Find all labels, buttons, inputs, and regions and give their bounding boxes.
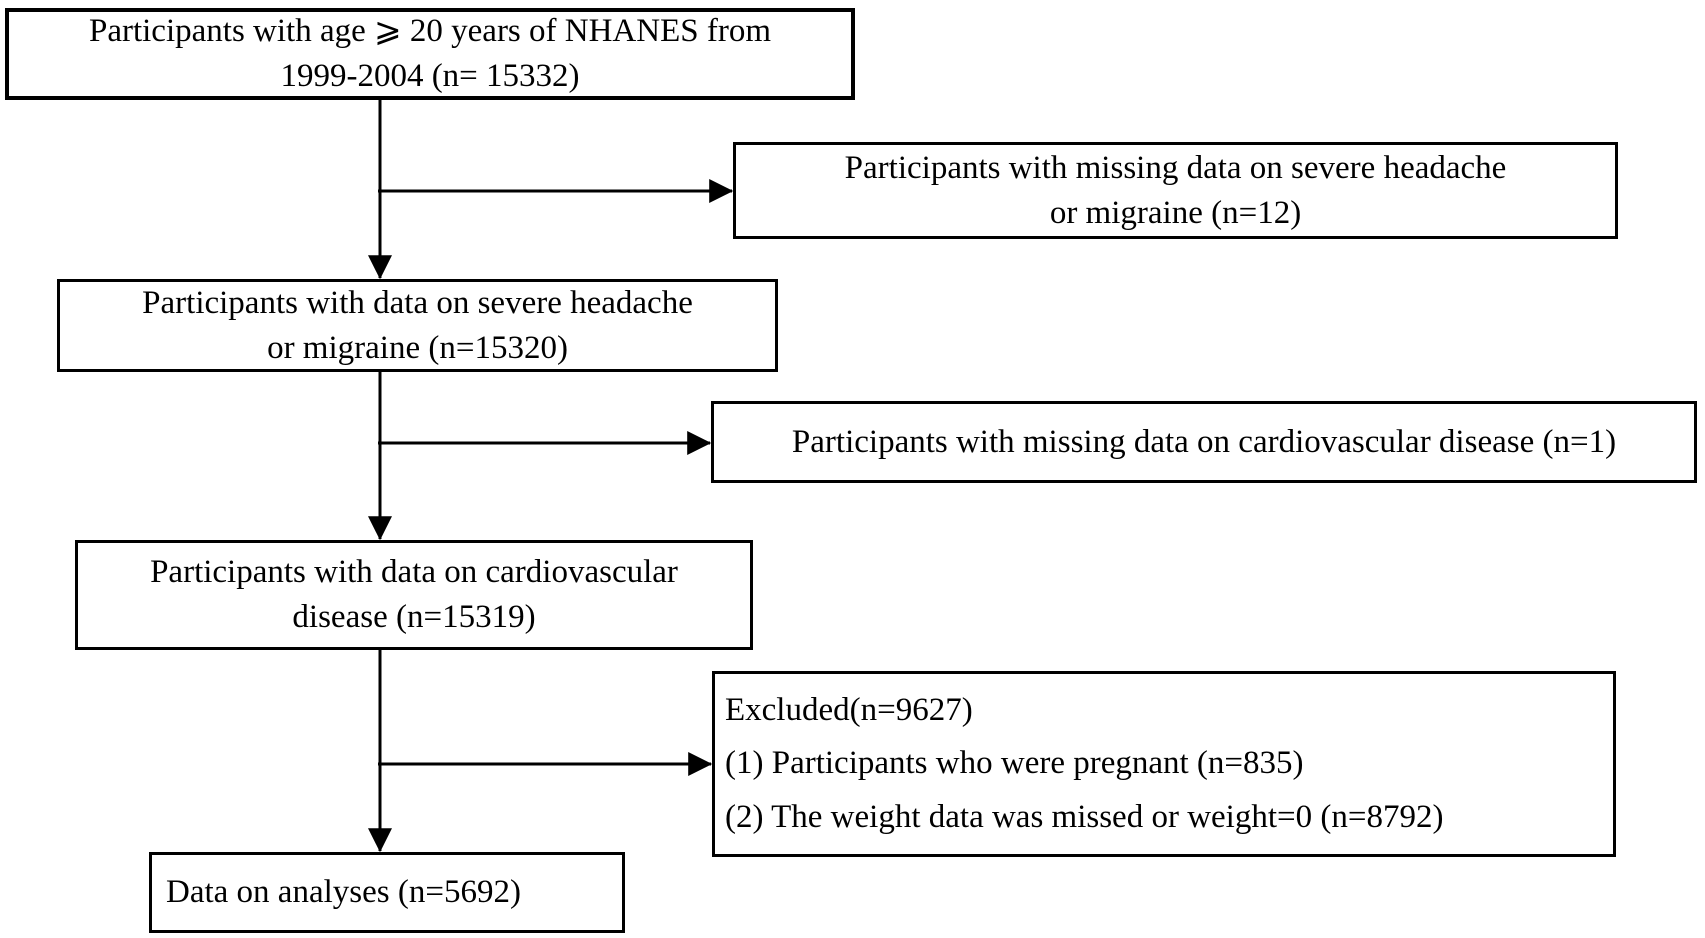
flow-box-text-line: Data on analyses (n=5692)	[166, 874, 521, 911]
flow-box-headache-data: Participants with data on severe headach…	[57, 279, 778, 372]
flow-box-analysis-sample: Data on analyses (n=5692)	[149, 852, 625, 933]
flow-box-text-line: Participants with age ⩾ 20 years of NHAN…	[88, 13, 771, 50]
flow-box-text-line: Excluded(n=9627)	[725, 691, 973, 728]
flow-box-excluded-cvd-missing: Participants with missing data on cardio…	[711, 401, 1697, 483]
flow-box-text-line: Participants with missing data on severe…	[844, 149, 1507, 186]
flow-box-text-line: or migraine (n=12)	[1049, 194, 1302, 231]
flow-box-text-line: Participants with data on cardiovascular	[150, 554, 678, 591]
flow-box-population: Participants with age ⩾ 20 years of NHAN…	[5, 8, 855, 100]
flow-box-cvd-data: Participants with data on cardiovascular…	[75, 540, 753, 650]
flow-box-text-line: disease (n=15319)	[292, 599, 536, 635]
flow-box-text-line: Participants with data on severe headach…	[142, 284, 693, 321]
flow-box-text-line: (2) The weight data was missed or weight…	[725, 798, 1444, 835]
flow-box-text-line: (1) Participants who were pregnant (n=83…	[725, 745, 1304, 782]
flow-box-text-line: Participants with missing data on cardio…	[791, 423, 1617, 460]
flow-box-excluded-headache-missing: Participants with missing data on severe…	[733, 142, 1618, 239]
flow-box-text-line: or migraine (n=15320)	[267, 329, 568, 366]
flow-box-text-line: 1999-2004 (n= 15332)	[280, 58, 580, 94]
flow-box-excluded-pregnant-weight: Excluded(n=9627) (1) Participants who we…	[712, 671, 1616, 857]
